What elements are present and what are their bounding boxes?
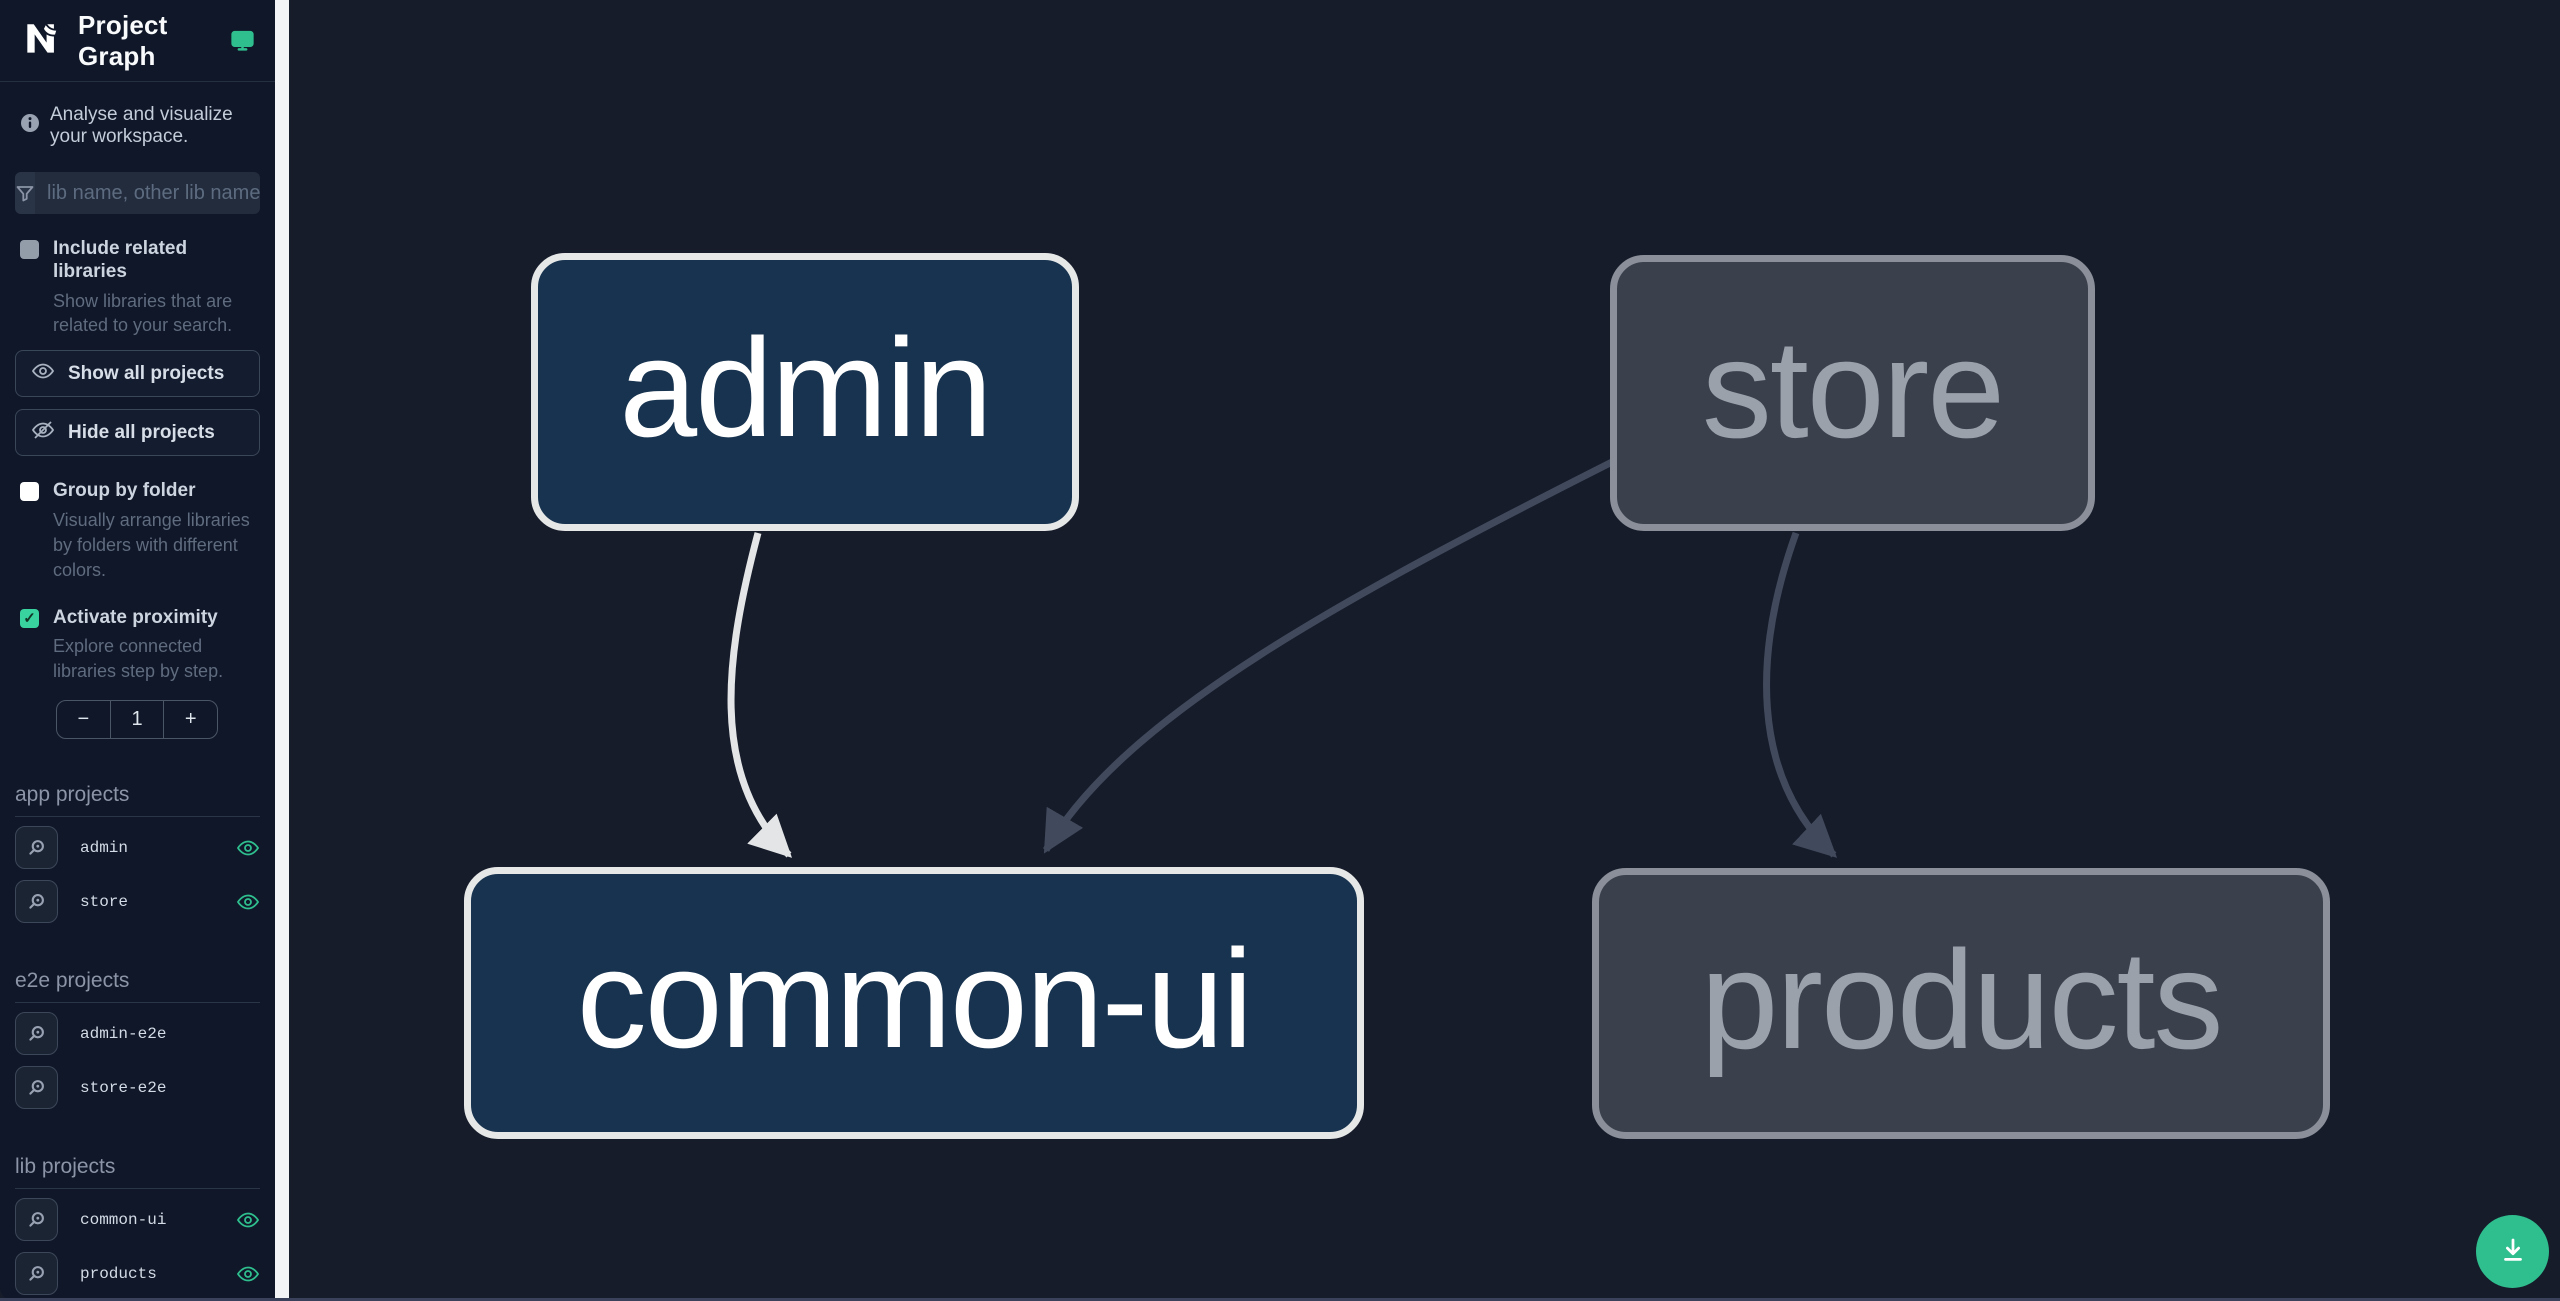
focus-project-button[interactable] (15, 1012, 58, 1056)
proximity-stepper: − 1 + (56, 699, 218, 739)
project-row-common-ui: common-ui (15, 1197, 260, 1243)
toggle-visibility-eye-icon[interactable] (236, 890, 260, 914)
eye-off-icon (31, 418, 55, 447)
project-row-products: products (15, 1251, 260, 1297)
graph-node-store[interactable]: store (1610, 255, 2095, 531)
edge-store-to-common-ui[interactable] (1042, 458, 1614, 854)
edge-admin-to-common-ui[interactable] (727, 532, 793, 858)
include-related-checkbox[interactable] (20, 240, 39, 259)
info-icon (20, 113, 40, 139)
include-related-description: Show libraries that are related to your … (53, 290, 233, 336)
section-title-e2e-projects: e2e projects (15, 969, 260, 1003)
project-name: common-ui (80, 1210, 167, 1229)
project-name: admin (80, 838, 129, 857)
sidebar-resize-handle[interactable] (275, 0, 289, 1301)
project-row-admin: admin (15, 825, 260, 871)
focus-project-button[interactable] (15, 826, 58, 870)
graph-edges-layer (727, 458, 1838, 858)
group-by-folder-checkbox[interactable] (20, 482, 39, 502)
proximity-value: 1 (109, 700, 165, 738)
focus-project-button[interactable] (15, 1066, 58, 1110)
project-row-store: store (15, 879, 260, 925)
show-all-projects-button[interactable]: Show all projects (15, 350, 260, 398)
project-name: admin-e2e (80, 1024, 167, 1043)
section-title-lib-projects: lib projects (15, 1155, 260, 1189)
toggle-visibility-eye-icon[interactable] (236, 836, 260, 860)
workspace-tagline: Analyse and visualize your workspace. (0, 82, 275, 148)
proximity-increment-button[interactable]: + (184, 707, 197, 730)
project-name: products (80, 1264, 157, 1283)
focus-project-button[interactable] (15, 880, 58, 924)
page-title: Project Graph (78, 9, 168, 71)
graph-node-products[interactable]: products (1592, 868, 2330, 1139)
toggle-visibility-eye-icon[interactable] (236, 1208, 260, 1232)
project-row-store-e2e: store-e2e (15, 1065, 260, 1111)
project-name: store (80, 892, 129, 911)
focus-project-button[interactable] (15, 1198, 58, 1242)
toggle-visibility-eye-icon[interactable] (236, 1262, 260, 1286)
sidebar: Project Graph Analyse and visualize your… (0, 0, 275, 1301)
sidebar-header: Project Graph (0, 0, 275, 82)
group-by-folder-option: Group by folder Visually arrange librari… (0, 456, 275, 582)
horizontal-scrollbar[interactable] (0, 1298, 2560, 1301)
project-graph-canvas[interactable]: admin store common-ui products (289, 0, 2560, 1301)
nx-logo (20, 16, 64, 65)
activate-proximity-description: Explore connected libraries step by step… (53, 636, 224, 682)
edge-store-to-products[interactable] (1763, 531, 1838, 858)
eye-icon (31, 359, 55, 388)
activate-proximity-option: ✓ Activate proximity Explore connected l… (0, 583, 275, 684)
graph-node-admin[interactable]: admin (531, 253, 1079, 531)
activate-proximity-label[interactable]: Activate proximity (53, 606, 218, 628)
hide-all-projects-label: Hide all projects (68, 421, 215, 443)
section-title-app-projects: app projects (15, 783, 260, 817)
show-all-projects-label: Show all projects (68, 362, 225, 384)
include-related-label[interactable]: Include related libraries (53, 238, 188, 282)
filter-funnel-icon (15, 172, 35, 214)
project-row-admin-e2e: admin-e2e (15, 1011, 260, 1057)
download-icon (2498, 1235, 2528, 1268)
monitor-icon (230, 28, 255, 53)
download-image-button[interactable] (2476, 1215, 2549, 1288)
graph-node-common-ui[interactable]: common-ui (464, 867, 1364, 1139)
tagline-text: Analyse and visualize your workspace. (50, 104, 233, 147)
project-name: store-e2e (80, 1078, 167, 1097)
hide-all-projects-button[interactable]: Hide all projects (15, 409, 260, 457)
activate-proximity-checkbox[interactable]: ✓ (20, 608, 39, 628)
search-input[interactable] (35, 172, 260, 214)
proximity-decrement-button[interactable]: − (77, 707, 90, 730)
group-by-folder-description: Visually arrange libraries by folders wi… (53, 510, 250, 580)
include-related-option: Include related libraries Show libraries… (0, 214, 275, 338)
focus-project-button[interactable] (15, 1252, 58, 1296)
filter-box (15, 172, 260, 214)
group-by-folder-label[interactable]: Group by folder (53, 480, 196, 502)
